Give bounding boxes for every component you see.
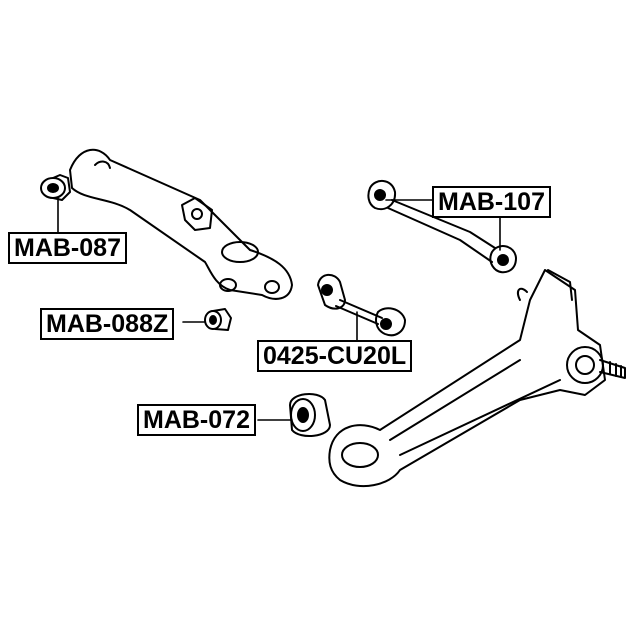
label-mab-072: MAB-072 [137, 404, 256, 436]
label-mab-107: MAB-107 [432, 186, 551, 218]
bushing-mab-088z [204, 308, 232, 331]
link-rod-0425-cu20l [317, 273, 406, 337]
lower-control-arm-left [69, 148, 293, 300]
bushing-mab-072 [289, 393, 331, 437]
upper-arm-mab-107 [367, 180, 517, 274]
leader-lines [57, 197, 501, 421]
label-0425-cu20l: 0425-CU20L [257, 340, 413, 372]
trailing-arm-right [328, 269, 626, 488]
bushing-mab-087 [40, 174, 71, 201]
label-mab-087: MAB-087 [8, 232, 127, 264]
label-mab-088z: MAB-088Z [40, 308, 175, 340]
